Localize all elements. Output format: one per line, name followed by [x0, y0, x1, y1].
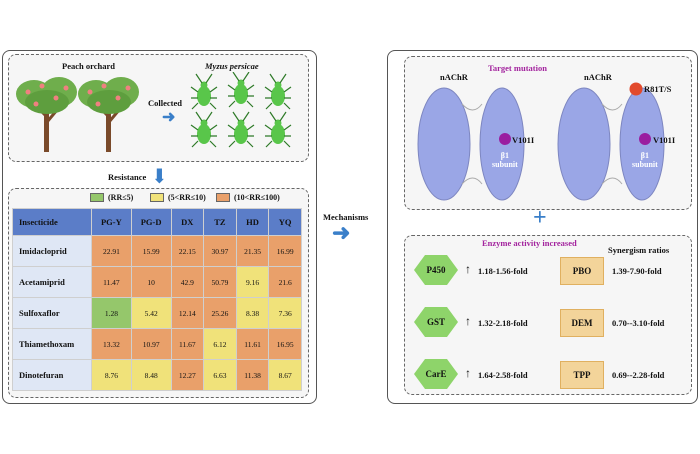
synergist-box: PBO: [560, 257, 604, 285]
rr-cell: 10: [130, 266, 172, 298]
rr-cell: 16.99: [268, 235, 302, 267]
collected-label: Collected: [148, 98, 182, 108]
rr-cell: 16.95: [268, 328, 302, 360]
rr-cell: 8.48: [130, 359, 172, 391]
rr-cell: 1.28: [91, 297, 132, 329]
enzyme-hexagon: GST: [414, 307, 458, 337]
rr-cell: 11.38: [235, 359, 270, 391]
rr-cell: 22.91: [91, 235, 132, 267]
nachr-diagram: [417, 82, 665, 201]
plus-icon: +: [533, 205, 547, 231]
insecticide-name: Acetamiprid: [12, 266, 92, 298]
enzyme-hexagon: CarE: [414, 359, 458, 389]
aphids-illustration: [190, 72, 292, 148]
collected-arrow-icon: ➜: [162, 109, 176, 126]
header-cell: Insecticide: [12, 208, 92, 236]
rr-cell: 22.15: [170, 235, 205, 267]
header-cell: TZ: [203, 208, 237, 236]
rr-cell: 8.67: [268, 359, 302, 391]
rr-cell: 8.76: [91, 359, 132, 391]
rr-cell: 11.47: [91, 266, 132, 298]
rr-cell: 11.61: [235, 328, 270, 360]
synergism-title: Synergism ratios: [608, 245, 670, 255]
synergism-ratio: 0.69--2.28-fold: [612, 370, 665, 380]
rr-cell: 50.79: [203, 266, 237, 298]
orchard-label: Peach orchard: [62, 61, 115, 71]
v1011-label-left: V101I: [512, 135, 535, 145]
header-cell: PG-D: [130, 208, 172, 236]
nachr-label-left: nAChR: [440, 72, 468, 82]
rr-cell: 9.16: [235, 266, 270, 298]
insecticide-name: Thiamethoxam: [12, 328, 92, 360]
rr-cell: 6.12: [203, 328, 237, 360]
rr-cell: 7.36: [268, 297, 302, 329]
resistance-table: Insecticide PG-Y PG-D DX TZ HD YQ Imidac…: [12, 208, 302, 391]
resistance-arrow-icon: ⬇: [151, 166, 168, 188]
insecticide-name: Dinotefuran: [12, 359, 92, 391]
rr-cell: 21.6: [268, 266, 302, 298]
enzyme-fold: 1.64-2.58-fold: [478, 370, 528, 380]
legend-swatch: [150, 193, 164, 202]
legend-swatch: [216, 193, 230, 202]
table-header-row: Insecticide PG-Y PG-D DX TZ HD YQ: [12, 208, 302, 236]
rr-cell: 15.99: [130, 235, 172, 267]
resistance-label: Resistance: [108, 172, 147, 182]
v1011-label-right: V101I: [653, 135, 676, 145]
tree: [16, 77, 77, 152]
synergist-box: DEM: [560, 309, 604, 337]
synergist-box: TPP: [560, 361, 604, 389]
enzyme-fold: 1.18-1.56-fold: [478, 266, 528, 276]
header-cell: HD: [235, 208, 270, 236]
synergism-ratio: 1.39-7.90-fold: [612, 266, 662, 276]
rr-cell: 21.35: [235, 235, 270, 267]
mechanisms-label: Mechanisms: [323, 212, 369, 222]
rr-cell: 6.63: [203, 359, 237, 391]
rr-cell: 10.97: [130, 328, 172, 360]
rr-cell: 30.97: [203, 235, 237, 267]
r81t-label: R81T/S: [644, 84, 672, 94]
increase-arrow-icon: ↑: [465, 262, 471, 276]
legend-item: (RR≤5): [90, 193, 133, 202]
insecticide-name: Imidacloprid: [12, 235, 92, 267]
enzyme-fold: 1.32-2.18-fold: [478, 318, 528, 328]
increase-arrow-icon: ↑: [465, 314, 471, 328]
increase-arrow-icon: ↑: [465, 366, 471, 380]
aphid-label: Myzus persicae: [205, 61, 259, 71]
rr-cell: 42.9: [170, 266, 205, 298]
rr-cell: 13.32: [91, 328, 132, 360]
enzyme-hexagon: P450: [414, 255, 458, 285]
synergism-ratio: 0.70--3.10-fold: [612, 318, 665, 328]
target-mutation-title: Target mutation: [488, 63, 547, 73]
insecticide-name: Sulfoxaflor: [12, 297, 92, 329]
rr-cell: 12.27: [170, 359, 205, 391]
rr-cell: 8.38: [235, 297, 270, 329]
rr-cell: 25.26: [203, 297, 237, 329]
header-cell: YQ: [268, 208, 302, 236]
peach-trees-illustration: [16, 77, 139, 152]
header-cell: PG-Y: [91, 208, 132, 236]
mechanisms-arrow-icon: ➜: [332, 220, 351, 245]
legend-item: (10<RR≤100): [216, 193, 280, 202]
nachr-label-right: nAChR: [584, 72, 612, 82]
rr-cell: 12.14: [170, 297, 205, 329]
rr-cell: 11.67: [170, 328, 205, 360]
legend-swatch: [90, 193, 104, 202]
legend-item: (5<RR≤10): [150, 193, 206, 202]
nachr-left: [417, 87, 525, 201]
nachr-right: [557, 82, 665, 201]
rr-cell: 5.42: [130, 297, 172, 329]
header-cell: DX: [170, 208, 205, 236]
tree: [78, 77, 139, 152]
enzyme-title: Enzyme activity increased: [482, 238, 577, 248]
